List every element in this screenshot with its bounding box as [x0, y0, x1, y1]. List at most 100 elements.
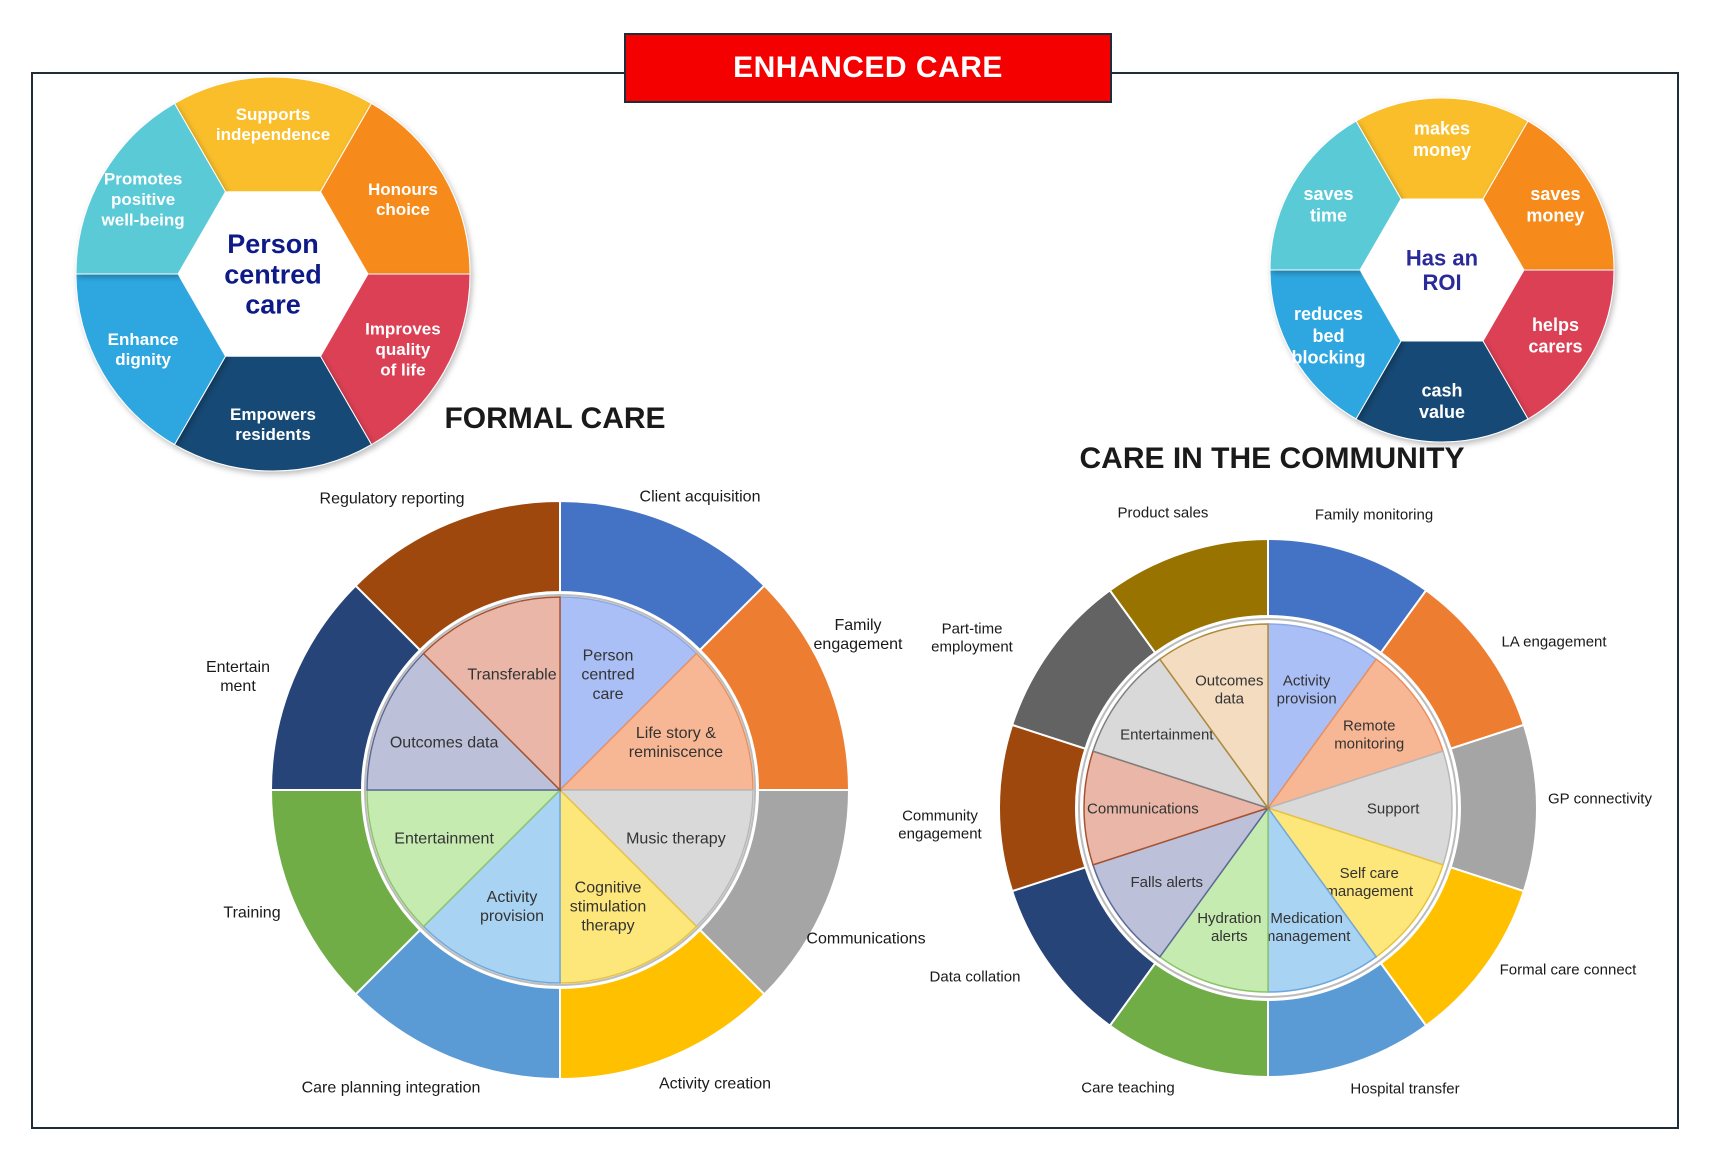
hex-center: [178, 191, 368, 357]
inner-segment-label-line: management: [1263, 928, 1351, 945]
outer-segment-community-engagement: [998, 723, 1087, 893]
hex-segment-label-line: makes: [1414, 119, 1470, 139]
hex-segment-label-line: saves: [1304, 184, 1354, 204]
hex-segment-label-line: Promotes: [104, 170, 182, 189]
hex-segment-saves-money: [1482, 120, 1615, 271]
outer-segment-label: GP connectivity: [1548, 790, 1652, 807]
inner-segment-label-line: Entertainment: [394, 831, 494, 848]
inner-segment-label-line: reminiscence: [629, 744, 723, 761]
inner-segment-falls-alerts: [1092, 806, 1270, 958]
inner-segment-label-line: provision: [480, 908, 544, 925]
inner-segment-remote-monitoring: [1266, 658, 1444, 810]
inner-segment-label-line: therapy: [581, 918, 634, 935]
inner-segment-outcomes-data: [1158, 623, 1269, 811]
hex-segment-improves-quality-of-life: [319, 273, 471, 446]
inner-segment-label-line: Life story &: [636, 725, 716, 742]
outer-segment-label-line: Formal care connect: [1500, 961, 1638, 978]
inner-ring-border: [1078, 618, 1458, 998]
outer-segment-label: Product sales: [1118, 504, 1209, 521]
inner-segment-label: Person centred care: [581, 647, 634, 702]
inner-segment-entertainment: [366, 789, 562, 928]
hex-center-label-line: care: [245, 290, 301, 320]
inner-segment-label-line: Medication: [1270, 910, 1343, 927]
outer-segment-label-line: Care teaching: [1081, 1079, 1174, 1096]
enhanced-care-banner: ENHANCED CARE: [624, 33, 1112, 103]
outer-segment-label: Care teaching: [1081, 1079, 1174, 1096]
hex-segment-label-line: well-being: [101, 210, 185, 229]
inner-segment-life-story-reminiscence: [558, 652, 754, 791]
outer-segment-label-line: Part-time: [942, 620, 1003, 637]
inner-segment-label-line: stimulation: [570, 899, 646, 916]
hex-segment-label-line: carers: [1528, 337, 1582, 357]
hex-segment-promotes-positive-well-being: [75, 102, 227, 275]
outer-segment-label-line: Community: [902, 807, 978, 824]
inner-segment-label-line: Support: [1367, 800, 1420, 817]
outer-segment-label: Training: [223, 905, 280, 922]
hex-segment-helps-carers: [1482, 269, 1615, 420]
hex-segment-label-line: time: [1310, 206, 1347, 226]
hex-segment-label-line: choice: [376, 200, 430, 219]
inner-segment-self-care-management: [1266, 806, 1444, 958]
outer-segment-label: Family engagement: [814, 617, 904, 653]
hex-segment-label-line: value: [1419, 402, 1465, 422]
outer-segment-label-line: Product sales: [1118, 504, 1209, 521]
hex-segment-label-line: of life: [380, 360, 425, 379]
hex-segment-label-line: Honours: [368, 180, 438, 199]
hex-segment-makes-money: [1355, 97, 1529, 200]
outer-segment-label: Activity creation: [659, 1076, 771, 1093]
outer-segment-label-line: employment: [931, 638, 1014, 655]
hex-segment-label-line: independence: [216, 125, 330, 144]
outer-segment-label-line: LA engagement: [1501, 633, 1607, 650]
hex-center: [1360, 198, 1524, 342]
outer-segment-label: Formal care connect: [1500, 961, 1638, 978]
hex-segment-label-line: blocking: [1292, 347, 1366, 367]
outer-segment-label: Communications: [806, 931, 925, 948]
hex-segment-honours-choice: [319, 102, 471, 275]
inner-segment-label: Communications: [1087, 800, 1199, 817]
inner-segment-transferable: [422, 596, 561, 792]
inner-segment-label-line: care: [592, 686, 623, 703]
hex-segment-label-line: quality: [376, 340, 431, 359]
outer-segment-label-line: GP connectivity: [1548, 790, 1652, 807]
outer-segment-label-line: Activity creation: [659, 1076, 771, 1093]
outer-segment-label-line: Family monitoring: [1315, 506, 1433, 523]
inner-segment-label-line: Remote: [1343, 718, 1396, 735]
inner-segment-label: Life story & reminiscence: [629, 725, 723, 761]
inner-segment-music-therapy: [558, 789, 754, 928]
inner-segment-label-line: Person: [583, 647, 634, 664]
inner-segment-label-line: centred: [581, 667, 634, 684]
hex-segment-label-line: helps: [1532, 315, 1579, 335]
inner-segment-label: Entertainment: [1120, 727, 1214, 744]
outer-segment-label-line: Family: [834, 617, 881, 634]
care-in-community-wheel: Family monitoring LA engagement GP connect…: [898, 504, 1652, 1097]
hex-segment-label-line: saves: [1530, 184, 1580, 204]
inner-segment-label-line: Self care: [1340, 865, 1399, 882]
outer-segment-label-line: Client acquisition: [640, 489, 761, 506]
inner-segment-activity-provision: [422, 788, 561, 984]
outer-segment-label-line: Training: [223, 905, 280, 922]
outer-segment-label-line: Hospital transfer: [1350, 1080, 1459, 1097]
outer-segment-label-line: engagement: [814, 636, 904, 653]
hex-segment-enhance-dignity: [75, 273, 227, 446]
inner-segment-person-centred-care: [559, 596, 698, 792]
inner-segment-label-line: Hydration: [1197, 910, 1261, 927]
inner-segment-label-line: Transferable: [467, 667, 556, 684]
outer-segment-label-line: Care planning integration: [302, 1080, 481, 1097]
